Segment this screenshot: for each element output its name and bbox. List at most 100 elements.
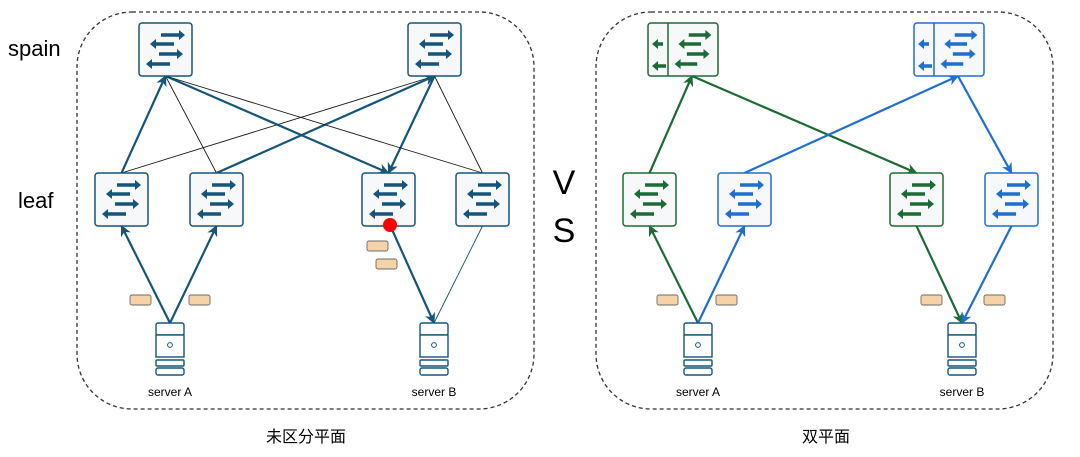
server-drive-bay [947, 359, 977, 367]
arrow-left-icon [467, 189, 491, 199]
server-icon-single-plane-a [155, 322, 185, 376]
arrow-right-icon [428, 49, 452, 59]
vs-letter-s: S [553, 212, 576, 250]
arrow-left-icon [146, 59, 170, 69]
arrow-right-icon [478, 180, 502, 190]
arrow-right-icon [738, 199, 762, 209]
link-single-plane-s1-to-l4 [165, 75, 483, 174]
arrow-left-icon [652, 61, 666, 71]
server-icon-dual-plane-a [683, 322, 713, 376]
packet-icon [983, 294, 1006, 306]
arrow-right-icon [430, 30, 454, 40]
switch-box [984, 172, 1039, 227]
arrow-left-icon [729, 189, 753, 199]
arrow-left-icon [674, 59, 698, 69]
arrow-right-icon [161, 30, 185, 40]
arrow-left-icon [106, 189, 130, 199]
arrow-right-icon [115, 199, 139, 209]
congestion-marker-icon [383, 218, 397, 232]
power-icon [431, 342, 437, 348]
server-drive-bay [947, 367, 977, 376]
nodes-layer [94, 22, 1039, 376]
arrow-left-icon [102, 209, 126, 219]
arrow-right-icon [910, 199, 934, 209]
spine-switch-icon-dual-plane-s1 [647, 22, 719, 77]
link-dual-plane-l1-to-s1 [648, 74, 694, 174]
switch-box [407, 22, 462, 77]
server-body [683, 334, 713, 358]
arrow-right-icon [210, 199, 234, 209]
arrow-left-icon [996, 189, 1020, 199]
arrow-right-icon [382, 199, 406, 209]
spine-switch-icon-dual-plane-s2 [913, 22, 985, 77]
packet-icon [129, 294, 152, 306]
server-drive-bay [155, 367, 185, 376]
switch-box [94, 172, 149, 227]
link-single-plane-a-to-l1 [120, 225, 171, 324]
arrow-right-icon [1007, 180, 1031, 190]
switch-box [189, 172, 244, 227]
arrow-right-icon [954, 30, 978, 40]
arrow-right-icon [476, 199, 500, 209]
link-dual-plane-l4-to-b [961, 225, 1013, 324]
link-single-plane-l2-to-s1 [165, 75, 217, 174]
arrow-left-icon [897, 209, 921, 219]
server-b-label-single-plane: server B [412, 385, 457, 399]
server-drive-bay [683, 367, 713, 376]
switch-back-plane [647, 22, 719, 77]
arrow-left-icon [634, 189, 658, 199]
switch-back-plane [913, 22, 985, 77]
spine-switch-icon-single-plane-s1 [138, 22, 193, 77]
switch-box [889, 172, 944, 227]
server-b-label-dual-plane: server B [940, 385, 985, 399]
arrow-left-icon [463, 209, 487, 219]
arrow-right-icon [912, 180, 936, 190]
server-body [155, 334, 185, 358]
leaf-switch-icon-dual-plane-l3 [889, 172, 944, 227]
server-a-label-single-plane: server A [148, 385, 192, 399]
leaf-switch-icon-single-plane-l4 [455, 172, 510, 227]
link-dual-plane-s1-to-l3 [691, 74, 918, 175]
arrow-right-icon [952, 49, 976, 59]
link-single-plane-a-to-l2 [169, 225, 218, 324]
leaf-switch-icon-single-plane-l2 [189, 172, 244, 227]
arrow-left-icon [201, 189, 225, 199]
link-single-plane-s2-to-l3 [387, 75, 436, 174]
arrow-left-icon [630, 209, 654, 219]
link-dual-plane-s2-to-l4 [957, 75, 1013, 174]
panel-caption-dual-plane: 双平面 [802, 427, 850, 446]
spine-switch-icon-single-plane-s2 [407, 22, 462, 77]
arrow-right-icon [384, 180, 408, 190]
leaf-tier-label: leaf [18, 188, 54, 213]
link-single-plane-l4-to-b [433, 225, 483, 324]
server-drive-bay [419, 359, 449, 367]
spine-tier-label: spain [8, 36, 61, 61]
server-top-bay [683, 322, 713, 336]
arrow-right-icon [740, 180, 764, 190]
switch-box [622, 172, 677, 227]
arrow-left-icon [369, 209, 393, 219]
server-top-bay [155, 322, 185, 336]
arrow-right-icon [159, 49, 183, 59]
leaf-switch-icon-single-plane-l3 [361, 172, 416, 227]
packet-icon [715, 294, 738, 306]
server-top-bay [419, 322, 449, 336]
arrow-left-icon [678, 39, 702, 49]
server-icon-dual-plane-b [947, 322, 977, 376]
switch-box [138, 22, 193, 77]
packet-icon [920, 294, 943, 306]
packet-icon [656, 294, 679, 306]
server-drive-bay [155, 359, 185, 367]
packet-icon [375, 258, 398, 270]
power-icon [959, 342, 965, 348]
power-icon [167, 342, 173, 348]
arrow-left-icon [992, 209, 1016, 219]
leaf-switch-icon-dual-plane-l1 [622, 172, 677, 227]
vs-letter-v: V [553, 164, 576, 202]
server-body [947, 334, 977, 358]
server-drive-bay [683, 359, 713, 367]
power-icon [695, 342, 701, 348]
arrow-right-icon [645, 180, 669, 190]
links-layer [120, 74, 1013, 325]
